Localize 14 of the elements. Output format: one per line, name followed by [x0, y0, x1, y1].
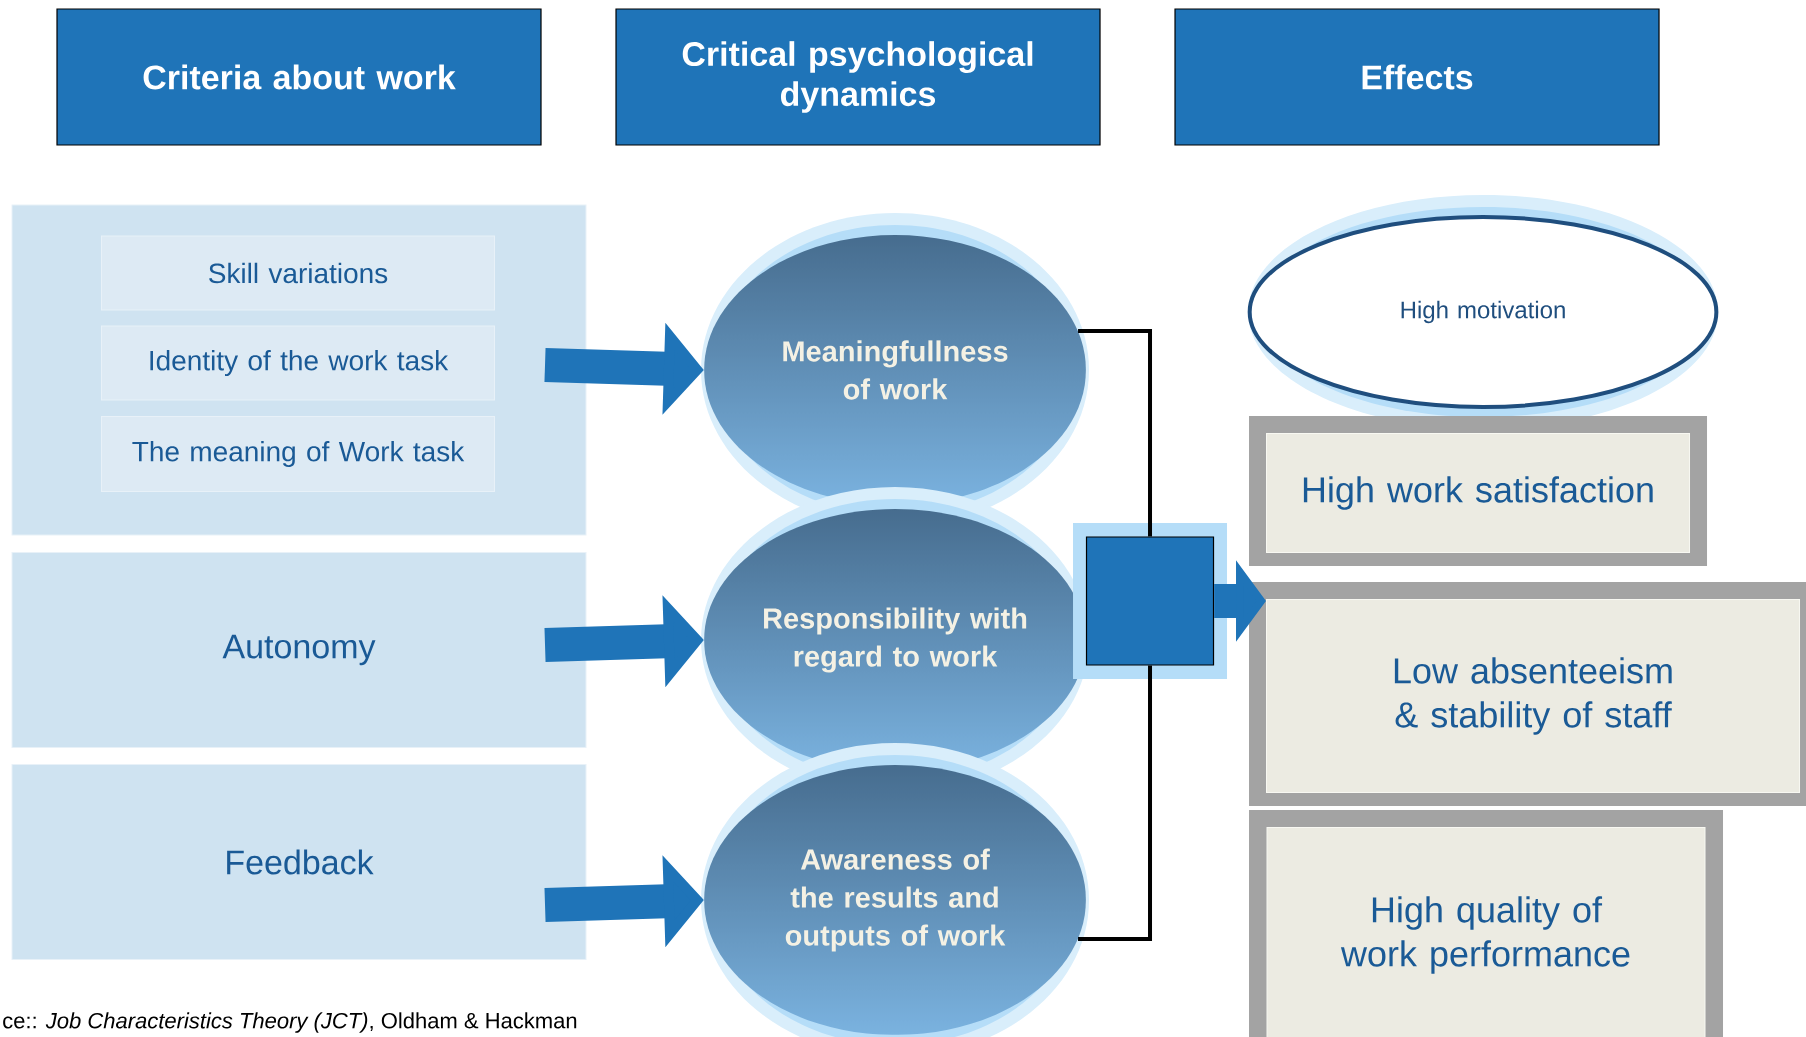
effect-box: Low absenteeism & stability of staff [1249, 582, 1806, 806]
criteria-panel: Autonomy [11, 552, 587, 748]
effect-box: High quality of work performance [1249, 810, 1723, 1037]
connector-line [1078, 329, 1152, 537]
connector-line [1078, 665, 1152, 941]
criterion-box: The meaning of Work task [101, 416, 495, 492]
header-box: Criteria about work [56, 8, 542, 146]
header-box: Critical psychological dynamics [615, 8, 1101, 146]
header-box: Effects [1174, 8, 1660, 146]
effect-box: High work satisfaction [1249, 416, 1707, 566]
criterion-box: Identity of the work task [101, 325, 495, 401]
criteria-panel: Feedback [11, 764, 587, 960]
caption: ce:: Job Characteristics Theory (JCT), Oldham & Hackman [3, 1012, 577, 1033]
criterion-box: Skill variations [101, 235, 495, 311]
